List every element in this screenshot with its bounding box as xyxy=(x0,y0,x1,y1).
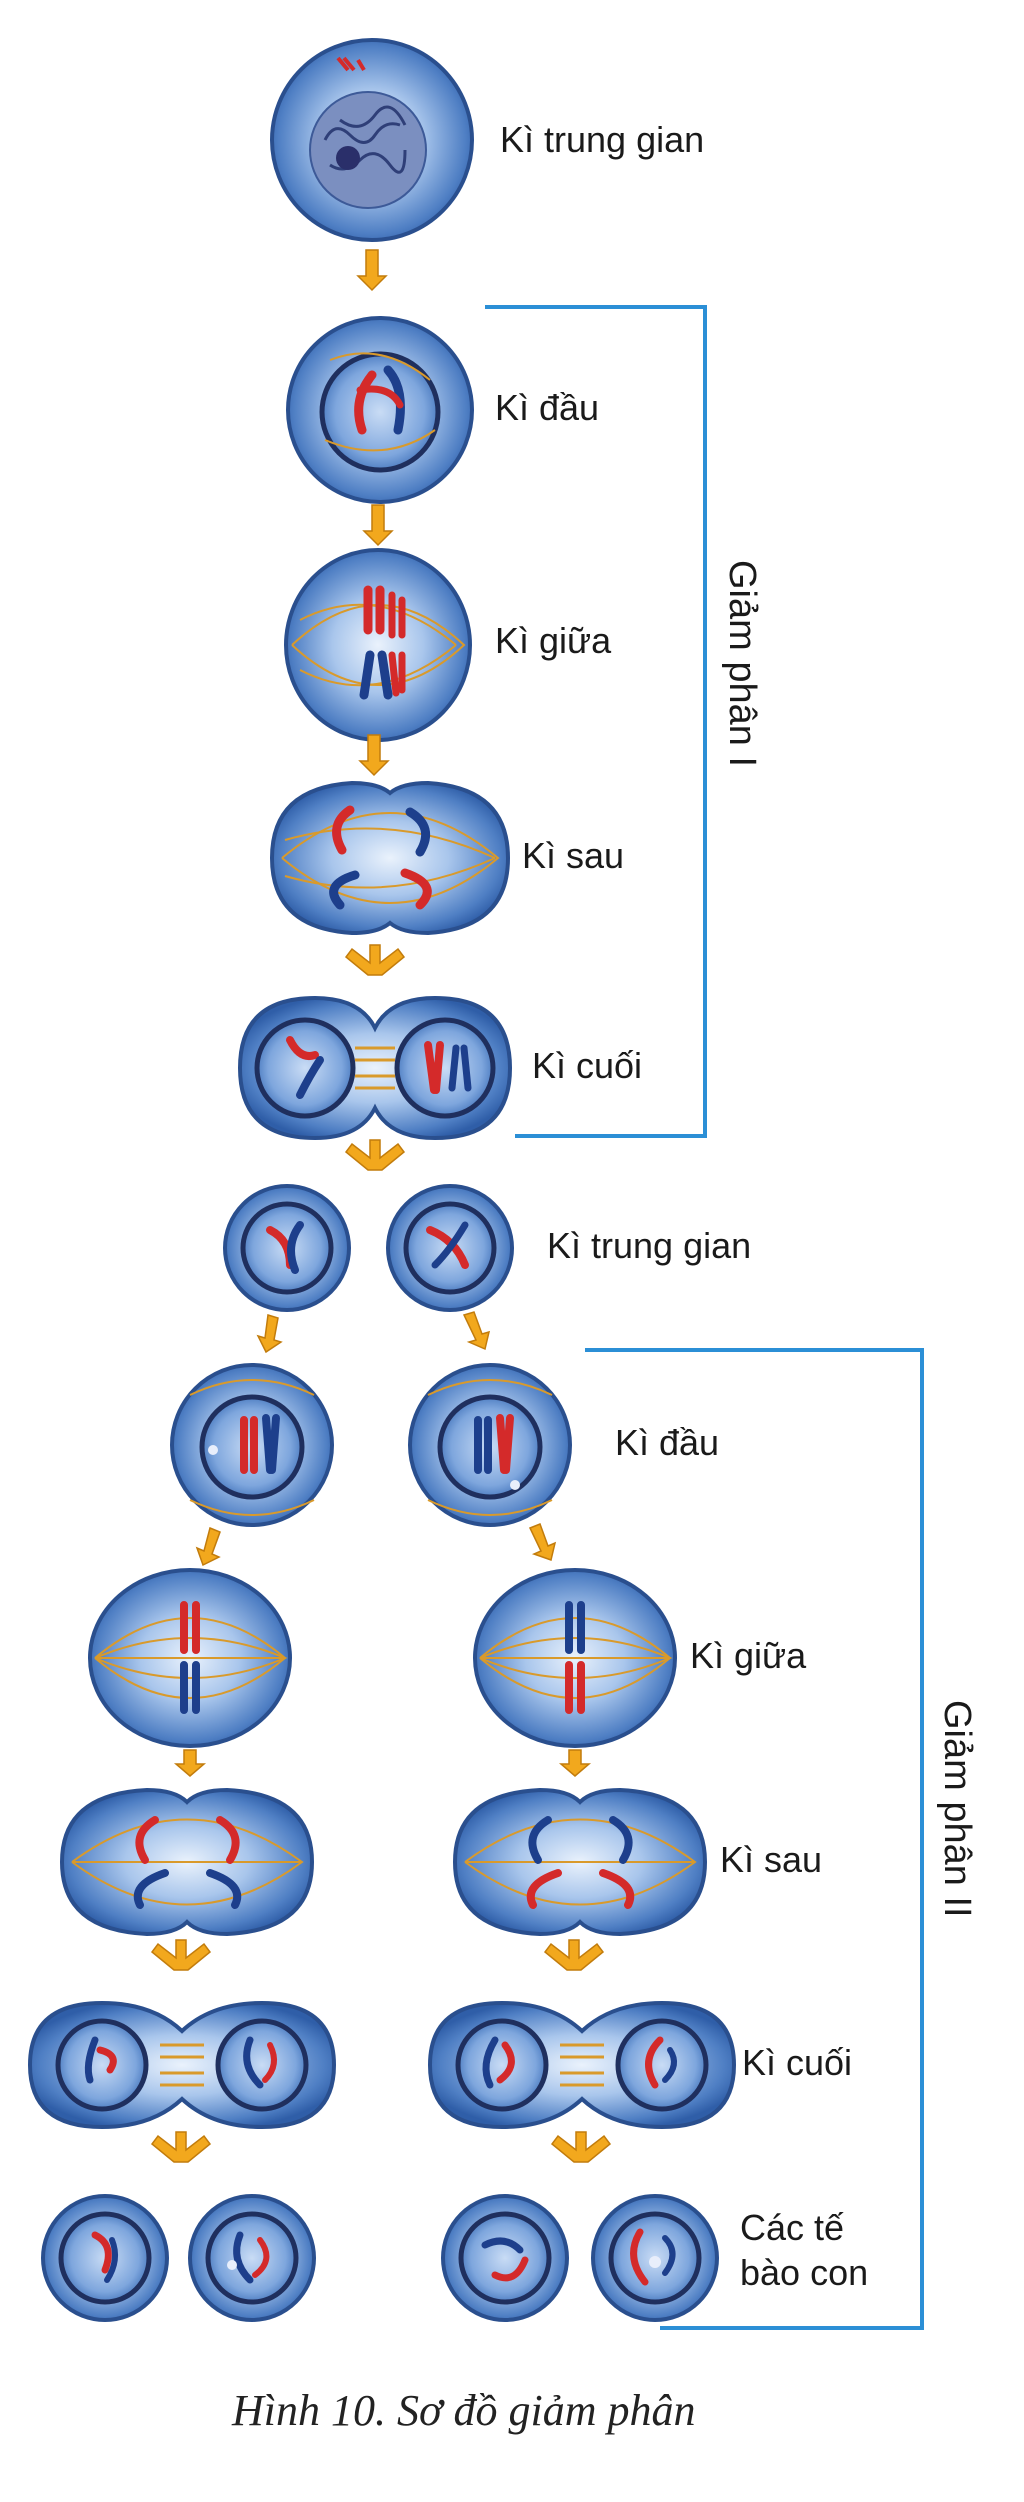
arrow-down-3 xyxy=(358,734,390,777)
cell-prophase-2-left xyxy=(170,1363,334,1527)
arrow-fork-2 xyxy=(344,1139,406,1171)
arrows xyxy=(150,249,612,2163)
arrow-metaphase2-left xyxy=(173,1749,207,1777)
cell-telophase-1 xyxy=(237,995,513,1141)
label-metaphase-1: Kì giữa xyxy=(495,620,612,661)
label-anaphase-1: Kì sau xyxy=(522,835,624,876)
label-meiosis-1: Giảm phân I xyxy=(721,560,763,767)
cell-telophase-2-right xyxy=(427,2000,737,2130)
label-daughter-cells-line2: bào con xyxy=(740,2252,868,2293)
cell-interphase-1 xyxy=(270,38,474,242)
cell-metaphase-1 xyxy=(284,548,472,742)
arrow-fork-1 xyxy=(344,944,406,976)
cell-interphase-2-right xyxy=(386,1184,514,1312)
label-metaphase-2: Kì giữa xyxy=(690,1635,807,1676)
bracket-meiosis-2 xyxy=(585,1348,924,2330)
arrow-fork-telophase2-right xyxy=(550,2131,612,2163)
label-telophase-1: Kì cuối xyxy=(532,1045,642,1086)
label-interphase-1: Kì trung gian xyxy=(500,119,704,160)
arrow-interphase2-left xyxy=(256,1314,283,1354)
arrow-fork-anaphase2-left xyxy=(150,1939,212,1971)
daughter-cell-3 xyxy=(441,2194,569,2322)
bracket-meiosis-1 xyxy=(485,305,707,1138)
figure-caption: Hình 10. Sơ đồ giảm phân xyxy=(231,2386,695,2435)
cell-anaphase-2-right xyxy=(452,1787,708,1937)
daughter-cell-1 xyxy=(41,2194,169,2322)
arrow-prophase2-left xyxy=(195,1526,221,1567)
cell-metaphase-2-left xyxy=(88,1568,292,1748)
label-anaphase-2: Kì sau xyxy=(720,1839,822,1880)
arrow-interphase2-right xyxy=(462,1311,491,1351)
label-meiosis-2: Giảm phân II xyxy=(936,1700,978,1918)
cell-metaphase-2-right xyxy=(473,1568,677,1748)
label-telophase-2: Kì cuối xyxy=(742,2042,852,2083)
arrow-prophase2-right xyxy=(528,1523,557,1561)
daughter-cell-2 xyxy=(188,2194,316,2322)
daughter-cell-4 xyxy=(591,2194,719,2322)
arrow-down-2 xyxy=(362,504,394,547)
cell-interphase-2-left xyxy=(223,1184,351,1312)
label-prophase-1: Kì đầu xyxy=(495,387,599,428)
cell-telophase-2-left xyxy=(27,2000,337,2130)
label-prophase-2: Kì đầu xyxy=(615,1422,719,1463)
cell-anaphase-2-left xyxy=(59,1787,315,1937)
arrow-down-1 xyxy=(356,249,388,292)
arrow-fork-anaphase2-right xyxy=(543,1939,605,1971)
cell-anaphase-1 xyxy=(269,780,511,936)
label-daughter-cells-line1: Các tế xyxy=(740,2207,844,2248)
cell-prophase-1 xyxy=(286,316,474,504)
cell-prophase-2-right xyxy=(408,1363,572,1527)
arrow-metaphase2-right xyxy=(558,1749,592,1777)
label-interphase-2: Kì trung gian xyxy=(547,1225,751,1266)
arrow-fork-telophase2-left xyxy=(150,2131,212,2163)
